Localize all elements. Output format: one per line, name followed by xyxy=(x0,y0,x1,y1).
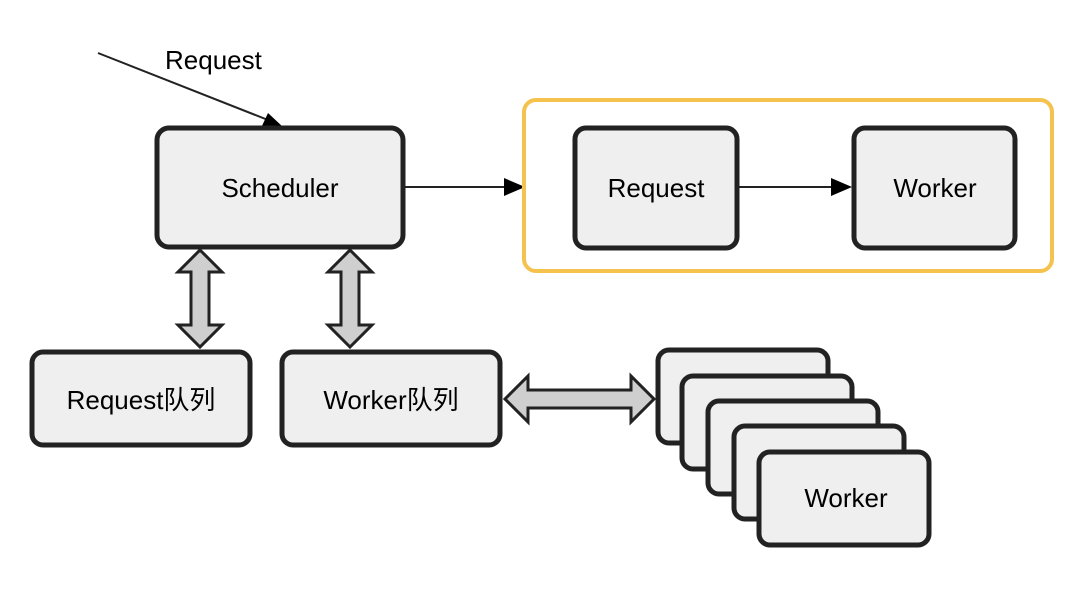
group-request-node: Request xyxy=(572,125,740,251)
scheduler-node: Scheduler xyxy=(154,125,406,250)
execution-group: Request Worker xyxy=(522,98,1054,273)
worker-stack-card-5 xyxy=(756,449,932,548)
worker-queue-pool-double-arrow xyxy=(502,372,657,426)
scheduler-label: Scheduler xyxy=(221,173,338,203)
group-request-label: Request xyxy=(608,173,706,203)
worker-pool-stack: Worker xyxy=(655,347,932,548)
request-to-worker-edge xyxy=(739,178,852,196)
worker-stack-label: Worker xyxy=(804,483,888,513)
worker-queue-label: Worker队列 xyxy=(323,385,458,415)
scheduler-request-queue-double-arrow xyxy=(174,247,226,350)
scheduler-worker-queue-double-arrow xyxy=(324,247,376,350)
group-worker-node: Worker xyxy=(851,125,1018,251)
request-queue-node: Request队列 xyxy=(29,349,253,448)
incoming-request-edge: Request xyxy=(97,45,283,128)
scheduler-to-group-edge xyxy=(405,178,525,196)
group-worker-label: Worker xyxy=(893,173,977,203)
request-queue-label: Request队列 xyxy=(67,385,216,415)
incoming-request-label: Request xyxy=(165,45,263,75)
worker-queue-node: Worker队列 xyxy=(279,349,503,448)
